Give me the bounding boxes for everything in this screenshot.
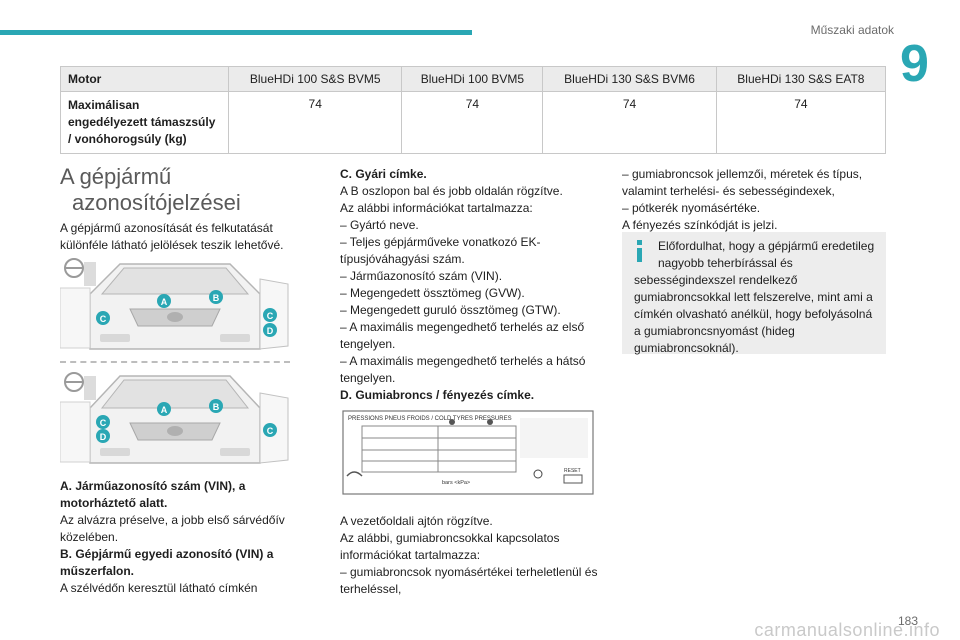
marker-b-2: B (209, 399, 223, 413)
item-c-line: – Megengedett guruló össztömeg (GTW). (340, 303, 561, 317)
item-d-line: A vezetőoldali ajtón rögzítve. (340, 514, 493, 528)
spec-row-label-line: / vonóhorogsúly (kg) (68, 132, 187, 146)
spec-header-label: Motor (60, 66, 229, 92)
spec-col-3: BlueHDi 130 S&S BVM6 (542, 66, 717, 92)
item-c-line: – Gyártó neve. (340, 218, 419, 232)
spec-value-3: 74 (542, 91, 717, 154)
marker-c-label: C (267, 426, 274, 436)
tyre-label-units: bars <kPa> (442, 480, 470, 486)
marker-d-label: D (100, 432, 107, 442)
car-icon (449, 419, 455, 425)
item-d-line: Az alábbi, gumiabroncsokkal kapcsolatos … (340, 531, 560, 562)
marker-d-2: D (96, 429, 110, 443)
marker-a: A (157, 294, 171, 308)
spec-value-1: 74 (227, 91, 403, 154)
van-front-illustration-1 (60, 254, 290, 358)
marker-c-label: C (267, 311, 274, 321)
tyre-pressure-label-illustration: PRESSIONS PNEUS FROIDS / COLD TYRES PRES… (342, 410, 594, 495)
item-c-line: A B oszlopon bal és jobb oldalán rögzítv… (340, 184, 563, 198)
item-c-line: – Teljes gépjárműveke vonatkozó EK-típus… (340, 235, 541, 266)
item-a-title: A. Járműazonosító szám (VIN), a motorház… (60, 479, 246, 510)
van-front-illustration-2 (60, 368, 290, 472)
spec-col-1: BlueHDi 100 S&S BVM5 (227, 66, 403, 92)
col1-descriptions: A. Járműazonosító szám (VIN), a motorház… (60, 478, 300, 597)
section-heading: A gépjármű azonosítójelzései (60, 164, 241, 216)
tpms-icon (533, 469, 543, 479)
info-icon (634, 240, 650, 262)
spec-row-label-line: engedélyezett támaszsúly (68, 115, 216, 129)
marker-c-2-left: C (96, 415, 110, 429)
spec-table: Motor BlueHDi 100 S&S BVM5 BlueHDi 100 B… (60, 66, 887, 154)
item-c-line: – Járműazonosító szám (VIN). (340, 269, 503, 283)
item-c-line: – A maximális megengedhető terhelés az e… (340, 320, 585, 351)
spec-col-2: BlueHDi 100 BVM5 (401, 66, 544, 92)
item-b-text: A szélvédőn keresztül látható címkén (60, 581, 258, 595)
marker-d: D (263, 323, 277, 337)
page-number: 183 (897, 614, 918, 628)
item-d-title: D. Gumiabroncs / fényezés címke. (340, 388, 535, 402)
spec-col-4: BlueHDi 130 S&S EAT8 (715, 66, 887, 92)
marker-c-2-right: C (263, 423, 277, 437)
item-b-title: B. Gépjármű egyedi azonosító (VIN) a műs… (60, 547, 274, 578)
spec-value-4: 74 (715, 91, 887, 154)
col3-line: A fényezés színkódját is jelzi. (622, 218, 778, 232)
intro-text: A gépjármű azonosítását és felkutatását … (60, 221, 284, 252)
col3-line: – pótkerék nyomásértéke. (622, 201, 761, 215)
spec-table-header-row: Motor BlueHDi 100 S&S BVM5 BlueHDi 100 B… (60, 66, 887, 92)
item-a-text: Az alvázra préselve, a jobb első sárvédő… (60, 513, 285, 544)
spec-row-label: Maximálisan engedélyezett támaszsúly / v… (60, 91, 229, 154)
car-markers-overlay: A B C C D A B C D C (96, 290, 277, 443)
marker-b: B (209, 290, 223, 304)
car-loaded-icon (487, 419, 493, 425)
heading-line-2: azonosítójelzései (72, 190, 241, 215)
marker-b-label: B (213, 402, 220, 412)
marker-c-left: C (96, 311, 110, 325)
spec-table-row: Maximálisan engedélyezett támaszsúly / v… (60, 91, 887, 154)
col2-descriptions: C. Gyári címke. A B oszlopon bal és jobb… (340, 166, 602, 404)
marker-a-label: A (161, 405, 168, 415)
item-c-title: C. Gyári címke. (340, 167, 427, 181)
info-note-box: Előfordulhat, hogy a gépjármű eredetileg… (622, 232, 886, 355)
item-c-line: Az alábbi információkat tartalmazza: (340, 201, 533, 215)
marker-d-label: D (267, 326, 274, 336)
spec-value-2: 74 (401, 91, 544, 154)
item-c-line: – A maximális megengedhető terhelés a há… (340, 354, 586, 385)
info-note-text: Előfordulhat, hogy a gépjármű eredetileg… (634, 239, 875, 355)
car-side-icon (346, 471, 363, 477)
section-title: Műszaki adatok (810, 23, 894, 37)
marker-c-label: C (100, 314, 107, 324)
marker-b-label: B (213, 293, 220, 303)
divider (60, 361, 290, 363)
marker-a-label: A (161, 297, 168, 307)
tyre-label-title: PRESSIONS PNEUS FROIDS / COLD TYRES PRES… (348, 416, 512, 422)
chapter-number: 9 (900, 35, 929, 93)
col2-continued: A vezetőoldali ajtón rögzítve. Az alábbi… (340, 513, 602, 598)
col3-line: – gumiabroncsok jellemzői, méretek és tí… (622, 167, 863, 198)
marker-c-right: C (263, 308, 277, 322)
marker-c-label: C (100, 418, 107, 428)
item-c-line: – Megengedett össztömeg (GVW). (340, 286, 525, 300)
marker-a-2: A (157, 402, 171, 416)
spec-row-label-line: Maximálisan (68, 98, 140, 112)
col3-descriptions: – gumiabroncsok jellemzői, méretek és tí… (622, 166, 886, 234)
heading-line-1: A gépjármű (60, 164, 172, 189)
item-d-line: – gumiabroncsok nyomásértékei terheletle… (340, 565, 598, 596)
watermark: carmanualsonline.info (754, 620, 940, 640)
tyre-label-reset: RESET (564, 468, 581, 474)
header-accent-bar (0, 30, 472, 35)
